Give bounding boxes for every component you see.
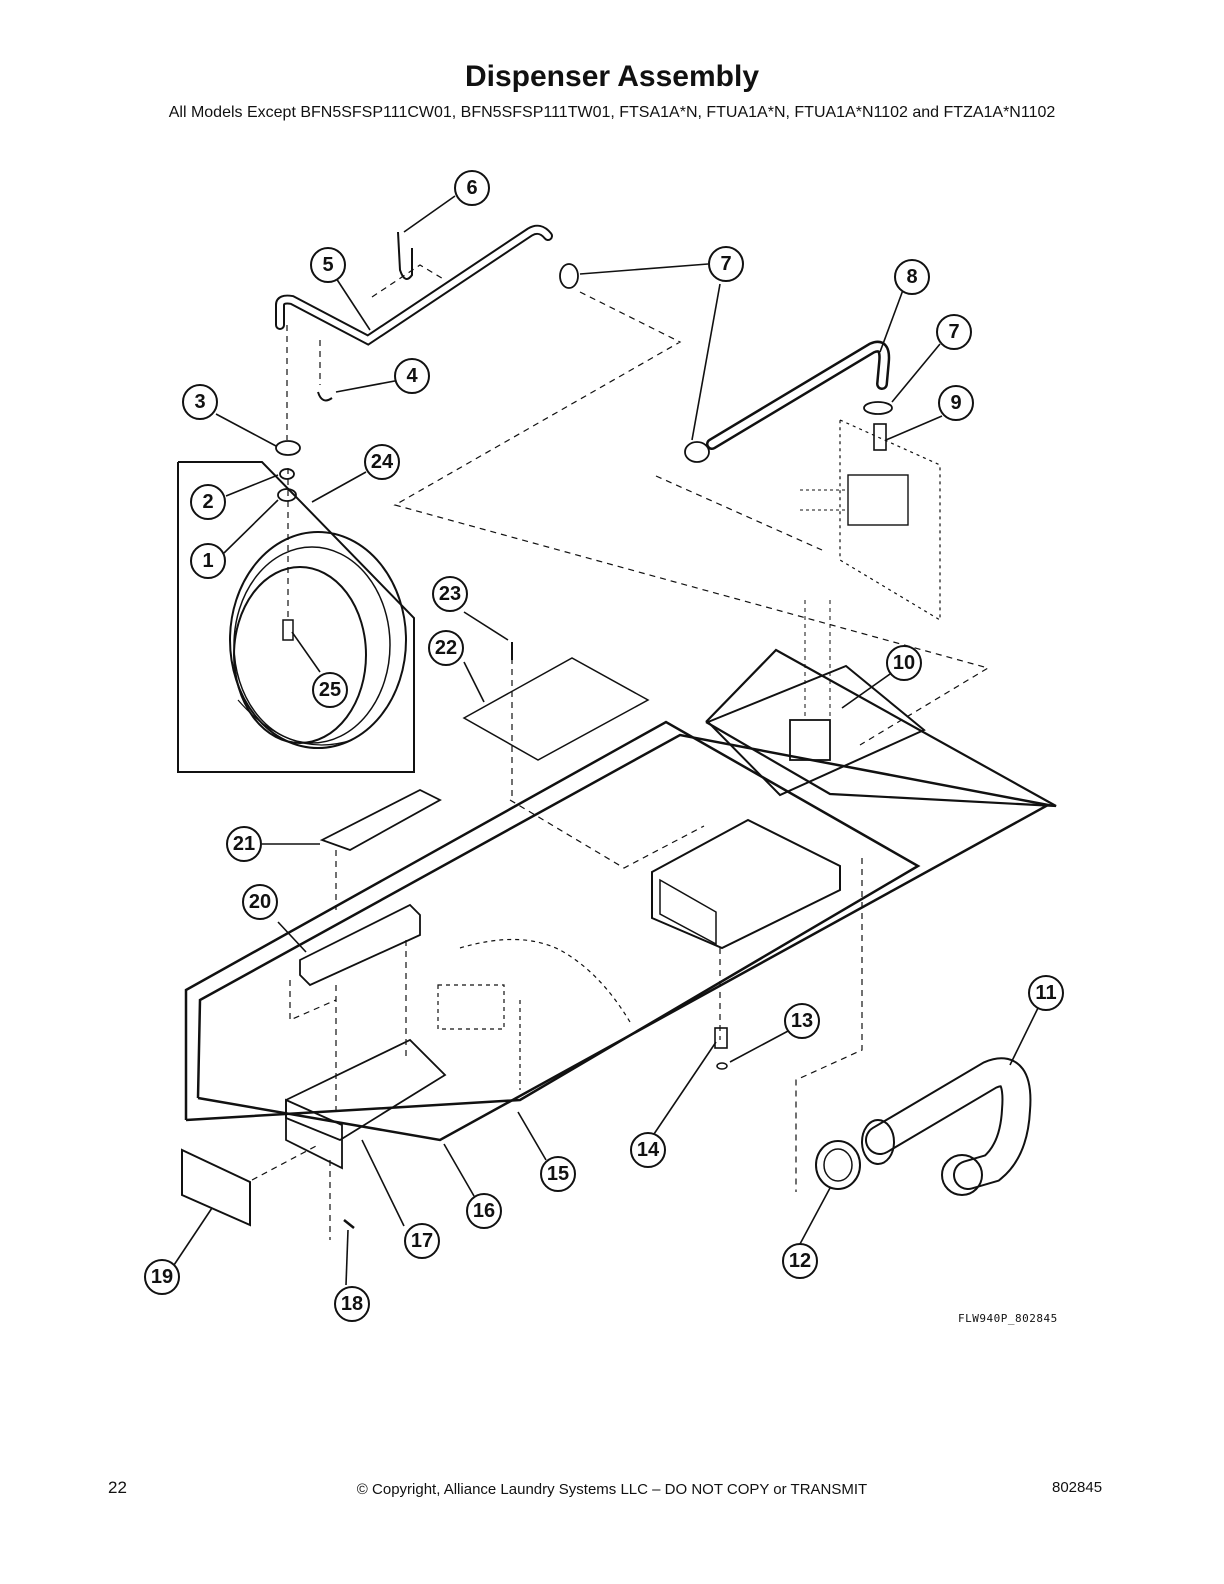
callout-4: 4 xyxy=(406,365,418,387)
callout-5-circle xyxy=(310,247,346,283)
callout-21: 21 xyxy=(233,833,255,855)
clamp-7-right xyxy=(863,401,893,415)
callout-15: 15 xyxy=(547,1163,569,1185)
callout-25-circle xyxy=(312,672,348,708)
callout-12-circle xyxy=(782,1243,818,1279)
page-title: Dispenser Assembly xyxy=(464,60,760,93)
callout-22: 22 xyxy=(435,637,457,659)
document-number: 802845 xyxy=(1052,1479,1103,1496)
hose-11-flange xyxy=(941,1154,983,1196)
callout-1-circle xyxy=(190,543,226,579)
callout-2: 2 xyxy=(202,491,213,513)
bellows-inlet xyxy=(282,619,294,641)
clamp-12 xyxy=(815,1140,861,1190)
page-number: 22 xyxy=(108,1478,127,1497)
callout-23: 23 xyxy=(439,583,461,605)
callout-16-circle xyxy=(466,1193,502,1229)
callout-10: 10 xyxy=(893,652,915,674)
callout-25: 25 xyxy=(319,679,341,701)
hose-11-end xyxy=(861,1119,895,1165)
callout-10-circle xyxy=(886,645,922,681)
callout-16: 16 xyxy=(473,1200,495,1222)
callout-7b: 7 xyxy=(948,321,959,343)
callout-12: 12 xyxy=(789,1250,811,1272)
callout-3: 3 xyxy=(194,391,205,413)
clamp-7-lower xyxy=(684,441,710,463)
callout-7a: 7 xyxy=(720,253,731,275)
callout-9-circle xyxy=(938,385,974,421)
callout-7b-circle xyxy=(936,314,972,350)
callout-6: 6 xyxy=(466,177,477,199)
callout-24: 24 xyxy=(371,451,394,473)
clip-6 xyxy=(397,231,413,280)
clamp-3 xyxy=(275,440,301,456)
callout-18: 18 xyxy=(341,1293,363,1315)
callout-20: 20 xyxy=(249,891,271,913)
callout-14: 14 xyxy=(637,1139,660,1161)
valve-box-10 xyxy=(706,664,926,797)
washer-1 xyxy=(277,488,297,502)
frame-15 xyxy=(184,720,921,1122)
washer-2 xyxy=(279,468,295,480)
page-subtitle: All Models Except BFN5SFSP111CW01, BFN5S… xyxy=(168,104,1056,121)
callout-18-circle xyxy=(334,1286,370,1322)
part-13 xyxy=(716,1062,728,1070)
callout-13: 13 xyxy=(791,1010,813,1032)
valve-frame xyxy=(705,648,1057,808)
callout-4-circle xyxy=(394,358,430,394)
valve-panel xyxy=(839,419,941,622)
callout-14-circle xyxy=(630,1132,666,1168)
part-21 xyxy=(319,788,442,851)
callout-8: 8 xyxy=(906,266,917,288)
callout-6-circle xyxy=(454,170,490,206)
dispenser-body xyxy=(651,818,841,950)
copyright-notice: © Copyright, Alliance Laundry Systems LL… xyxy=(356,1481,868,1498)
bellows-outer xyxy=(229,531,407,749)
callout-15-circle xyxy=(540,1156,576,1192)
callout-13-circle xyxy=(784,1003,820,1039)
valve-10 xyxy=(789,719,831,761)
callout-17-circle xyxy=(404,1223,440,1259)
callout-5: 5 xyxy=(322,254,333,276)
bellows-inner xyxy=(233,566,367,744)
callout-9: 9 xyxy=(950,392,961,414)
inset-frame xyxy=(177,461,415,773)
callout-11-circle xyxy=(1028,975,1064,1011)
callout-group xyxy=(144,170,1064,1322)
bellows-shadow xyxy=(237,699,353,746)
handle-19 xyxy=(181,1148,251,1227)
clip-4 xyxy=(317,391,333,402)
callout-11: 11 xyxy=(1035,982,1056,1004)
callout-17: 17 xyxy=(411,1230,433,1252)
callout-7a-circle xyxy=(708,246,744,282)
callout-2-circle xyxy=(190,484,226,520)
drawing-code: FLW940P_802845 xyxy=(958,1312,1058,1325)
callout-22-circle xyxy=(428,630,464,666)
callout-24-circle xyxy=(364,444,400,480)
frame-16 xyxy=(196,733,1052,1142)
callout-8-circle xyxy=(894,259,930,295)
callout-23-circle xyxy=(432,576,468,612)
callout-19: 19 xyxy=(151,1266,173,1288)
callout-19-circle xyxy=(144,1259,180,1295)
inlet-9 xyxy=(873,423,887,451)
drawer-17 xyxy=(285,1038,447,1142)
clamp-7-upper xyxy=(559,263,579,289)
part-14 xyxy=(714,1027,728,1049)
callout-3-circle xyxy=(182,384,218,420)
top-panel-22 xyxy=(462,657,650,761)
callout-1: 1 xyxy=(202,550,213,572)
screw-18 xyxy=(343,1219,355,1229)
part-20 xyxy=(299,903,421,987)
callout-20-circle xyxy=(242,884,278,920)
callout-21-circle xyxy=(226,826,262,862)
